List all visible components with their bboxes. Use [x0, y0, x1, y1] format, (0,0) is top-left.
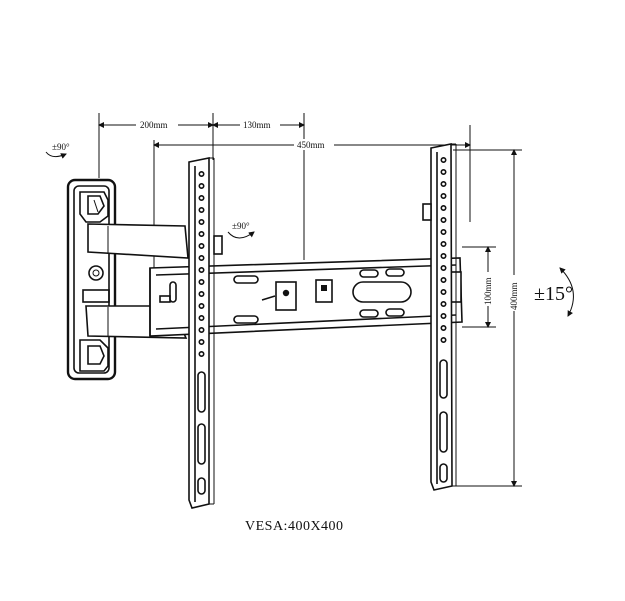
mounting-hole — [198, 266, 205, 273]
dim-label-200: 200mm — [140, 120, 168, 130]
rotation-arm-swivel: ±90° — [227, 221, 255, 239]
rotation-tilt: ±15° — [534, 267, 574, 317]
mounting-hole — [198, 183, 205, 190]
rotation-label-tilt: ±15° — [534, 283, 573, 305]
dimension-rail-height: 100mm — [462, 246, 496, 328]
dim-label-130: 130mm — [243, 120, 271, 130]
mounting-hole — [440, 324, 447, 331]
mounting-hole — [440, 253, 447, 260]
mounting-hole — [198, 338, 205, 345]
vertical-bracket-right — [422, 143, 457, 491]
mounting-hole — [440, 264, 447, 271]
mounting-hole — [440, 336, 447, 343]
vesa-caption: VESA:400X400 — [245, 519, 344, 534]
mounting-hole — [198, 231, 205, 238]
mounting-hole — [198, 326, 205, 333]
dimension-plate-height: 400mm — [453, 149, 522, 487]
mounting-hole — [440, 229, 447, 236]
mounting-hole — [198, 171, 205, 178]
mounting-hole — [198, 255, 205, 262]
dim-label-400: 400mm — [509, 282, 519, 310]
mounting-hole — [198, 207, 205, 214]
rotation-wall-swivel: ±90° — [45, 142, 70, 159]
mounting-hole — [440, 169, 447, 176]
mounting-hole — [198, 243, 205, 250]
mounting-hole — [198, 350, 205, 357]
mounting-hole — [440, 181, 447, 188]
mounting-hole — [440, 205, 447, 212]
mounting-hole — [440, 241, 447, 248]
center-lock — [261, 279, 333, 311]
mounting-hole — [440, 288, 447, 295]
mounting-hole — [440, 276, 447, 283]
rotation-label-wall: ±90° — [52, 142, 70, 152]
dimension-arm-top: 200mm 130mm — [98, 113, 305, 260]
bracket-holes-left — [198, 171, 205, 357]
vertical-bracket-left — [188, 157, 215, 509]
dim-label-450: 450mm — [297, 140, 325, 150]
mounting-hole — [440, 300, 447, 307]
dim-label-100: 100mm — [483, 277, 493, 305]
mounting-hole — [198, 278, 205, 285]
mounting-hole — [440, 217, 447, 224]
mounting-hole — [198, 302, 205, 309]
mounting-hole — [198, 219, 205, 226]
wall-plate — [66, 178, 117, 381]
rotation-label-arm: ±90° — [232, 221, 250, 231]
bracket-holes-right — [440, 157, 447, 343]
mounting-hole — [440, 157, 447, 164]
mounting-hole — [198, 290, 205, 297]
mounting-hole — [198, 195, 205, 202]
mounting-hole — [440, 312, 447, 319]
mounting-hole — [440, 193, 447, 200]
mounting-hole — [198, 314, 205, 321]
rail-slots — [159, 268, 412, 324]
